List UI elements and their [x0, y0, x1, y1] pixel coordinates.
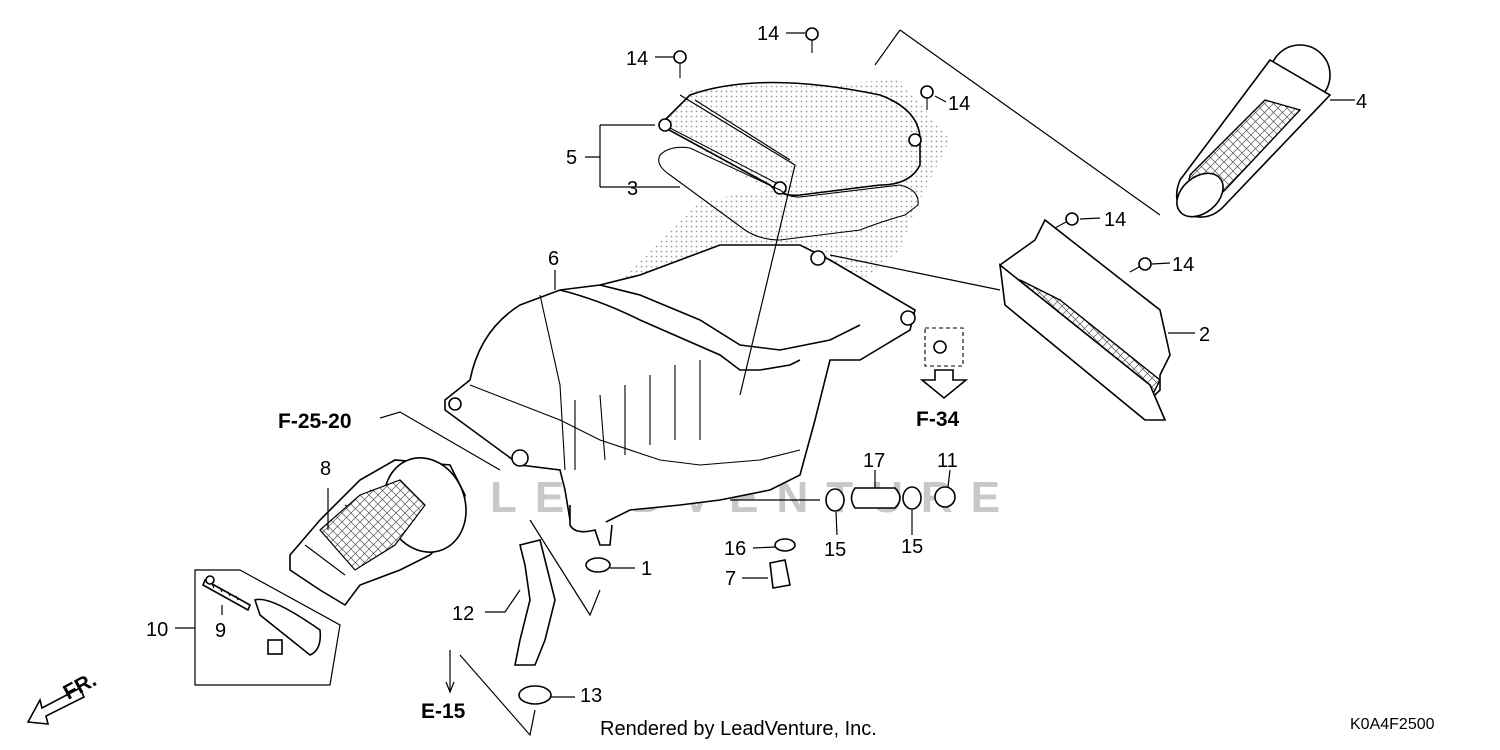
detail-box	[924, 327, 964, 367]
callout-1: 1	[641, 558, 652, 580]
air-cleaner-case	[444, 244, 916, 546]
cover-seal	[658, 146, 919, 241]
breather-cap	[934, 486, 956, 508]
front-direction-arrow: FR.	[26, 668, 100, 725]
air-cleaner-cover	[658, 81, 922, 197]
hose-clamp-left	[825, 488, 845, 512]
callout-7: 7	[725, 568, 736, 590]
reference-e-15: E-15	[421, 700, 466, 723]
callout-3: 3	[627, 178, 638, 200]
callout-17: 17	[863, 450, 885, 472]
callout-13: 13	[580, 685, 602, 707]
callout-14: 14	[1104, 209, 1126, 231]
callout-10: 10	[146, 619, 168, 641]
reference-arrow-f34	[919, 369, 969, 400]
drain-plug	[769, 559, 791, 589]
callout-16: 16	[724, 538, 746, 560]
callout-9: 9	[215, 620, 226, 642]
callout-2: 2	[1199, 324, 1210, 346]
air-filter-element	[998, 218, 1171, 421]
diagram-code: K0A4F2500	[1350, 716, 1435, 733]
case-drain-clip	[585, 557, 611, 573]
callout-8: 8	[320, 458, 331, 480]
credit-text: Rendered by LeadVenture, Inc.	[600, 718, 877, 740]
callout-6: 6	[548, 248, 559, 270]
callout-4: 4	[1356, 91, 1367, 113]
callout-14: 14	[948, 93, 970, 115]
reference-f-34: F-34	[916, 408, 960, 431]
reference-f-25-20: F-25-20	[278, 410, 352, 433]
callout-5: 5	[566, 147, 577, 169]
callout-12: 12	[452, 603, 474, 625]
breather-hose	[850, 487, 901, 509]
callout-15: 15	[901, 536, 923, 558]
hose-clamp-right	[902, 486, 922, 510]
inlet-snorkel-tube	[1175, 44, 1332, 218]
screw-group	[205, 27, 1152, 585]
callout-14: 14	[626, 48, 648, 70]
connecting-tube	[289, 457, 467, 607]
callout-14: 14	[757, 23, 779, 45]
plug-clip	[774, 538, 796, 552]
drain-tube-clip	[518, 685, 552, 705]
clamp-and-bolt	[194, 569, 341, 686]
callout-11: 11	[937, 450, 958, 472]
callout-15: 15	[824, 539, 846, 561]
drain-tube	[514, 539, 556, 666]
leader-lines	[175, 29, 1355, 737]
callout-14: 14	[1172, 254, 1194, 276]
